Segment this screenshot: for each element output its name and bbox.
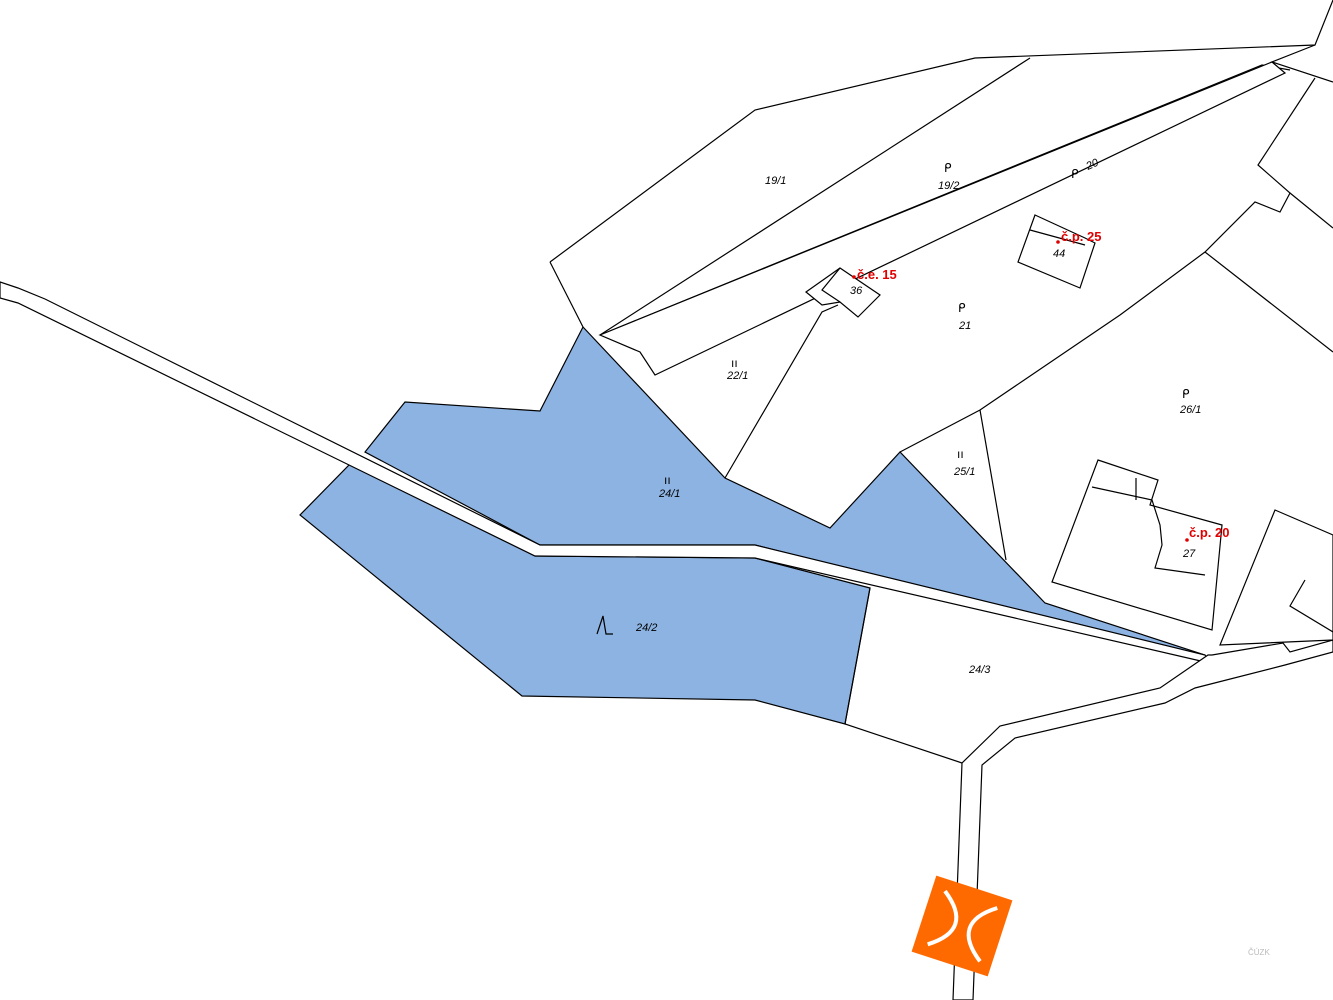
symbol-26-1: ᑭ — [1182, 387, 1190, 401]
parcel-line-24-3 — [844, 587, 963, 764]
building-27-inner — [1091, 486, 1206, 576]
address-label-ce15[interactable]: č.e. 15 — [857, 267, 897, 282]
symbol-20: ᑭ — [1071, 167, 1079, 181]
road-south — [952, 639, 1333, 1000]
label-building-27: 27 — [1182, 548, 1196, 560]
label-26-1: 26/1 — [1179, 404, 1201, 416]
logo-arc-left — [927, 889, 959, 947]
building-36-inner — [821, 267, 841, 303]
parcel-line-right-edge — [1289, 192, 1333, 229]
symbol-24-1: ıı — [664, 473, 671, 487]
label-24-2: 24/2 — [635, 622, 657, 634]
address-label-cp25[interactable]: č.p. 25 — [1061, 229, 1101, 244]
building-44[interactable] — [1017, 214, 1096, 289]
label-24-3: 24/3 — [968, 664, 991, 676]
address-point-cp20 — [1185, 538, 1189, 542]
building-27[interactable] — [1051, 459, 1223, 631]
label-19-1: 19/1 — [765, 175, 786, 187]
symbol-25-1: ıı — [957, 447, 964, 461]
address-label-cp20[interactable]: č.p. 20 — [1189, 525, 1229, 540]
symbol-22-1: ıı — [731, 356, 738, 370]
symbol-24-2 — [596, 615, 613, 635]
address-point-ce15 — [852, 275, 856, 279]
label-building-36: 36 — [850, 285, 863, 297]
symbol-19-2: ᑭ — [944, 161, 952, 175]
watermark-cuzk: ČÚZK — [1248, 948, 1270, 957]
road-parcel-20 — [598, 61, 1287, 376]
building-right-edge[interactable] — [1219, 509, 1333, 646]
parcel-line-22-1 — [724, 304, 839, 479]
logo-arc-right — [966, 906, 998, 963]
label-building-44: 44 — [1053, 248, 1065, 260]
label-19-2: 19/2 — [938, 180, 959, 192]
label-21: 21 — [958, 320, 971, 332]
parcel-line-19-1 — [549, 0, 1333, 263]
logo-square — [911, 875, 1013, 977]
parcel-line-26-diag — [1204, 251, 1333, 353]
parcel-line-25-1 — [979, 409, 1007, 561]
label-25-1: 25/1 — [953, 466, 975, 478]
label-24-1: 24/1 — [658, 488, 680, 500]
parcel-line-26-top — [899, 77, 1316, 453]
cuzk-logo — [911, 875, 1013, 977]
parcel-line-19-2 — [599, 57, 1031, 336]
building-right-inner — [1289, 579, 1333, 633]
parcel-line-19-1-bottom — [549, 261, 584, 328]
building-44-inner — [1029, 229, 1086, 246]
label-20: 20 — [1083, 156, 1101, 173]
address-point-cp25 — [1056, 240, 1060, 244]
symbol-21: ᑭ — [958, 301, 966, 315]
label-22-1: 22/1 — [726, 370, 748, 382]
parcel-line-upper-right — [1270, 44, 1333, 83]
